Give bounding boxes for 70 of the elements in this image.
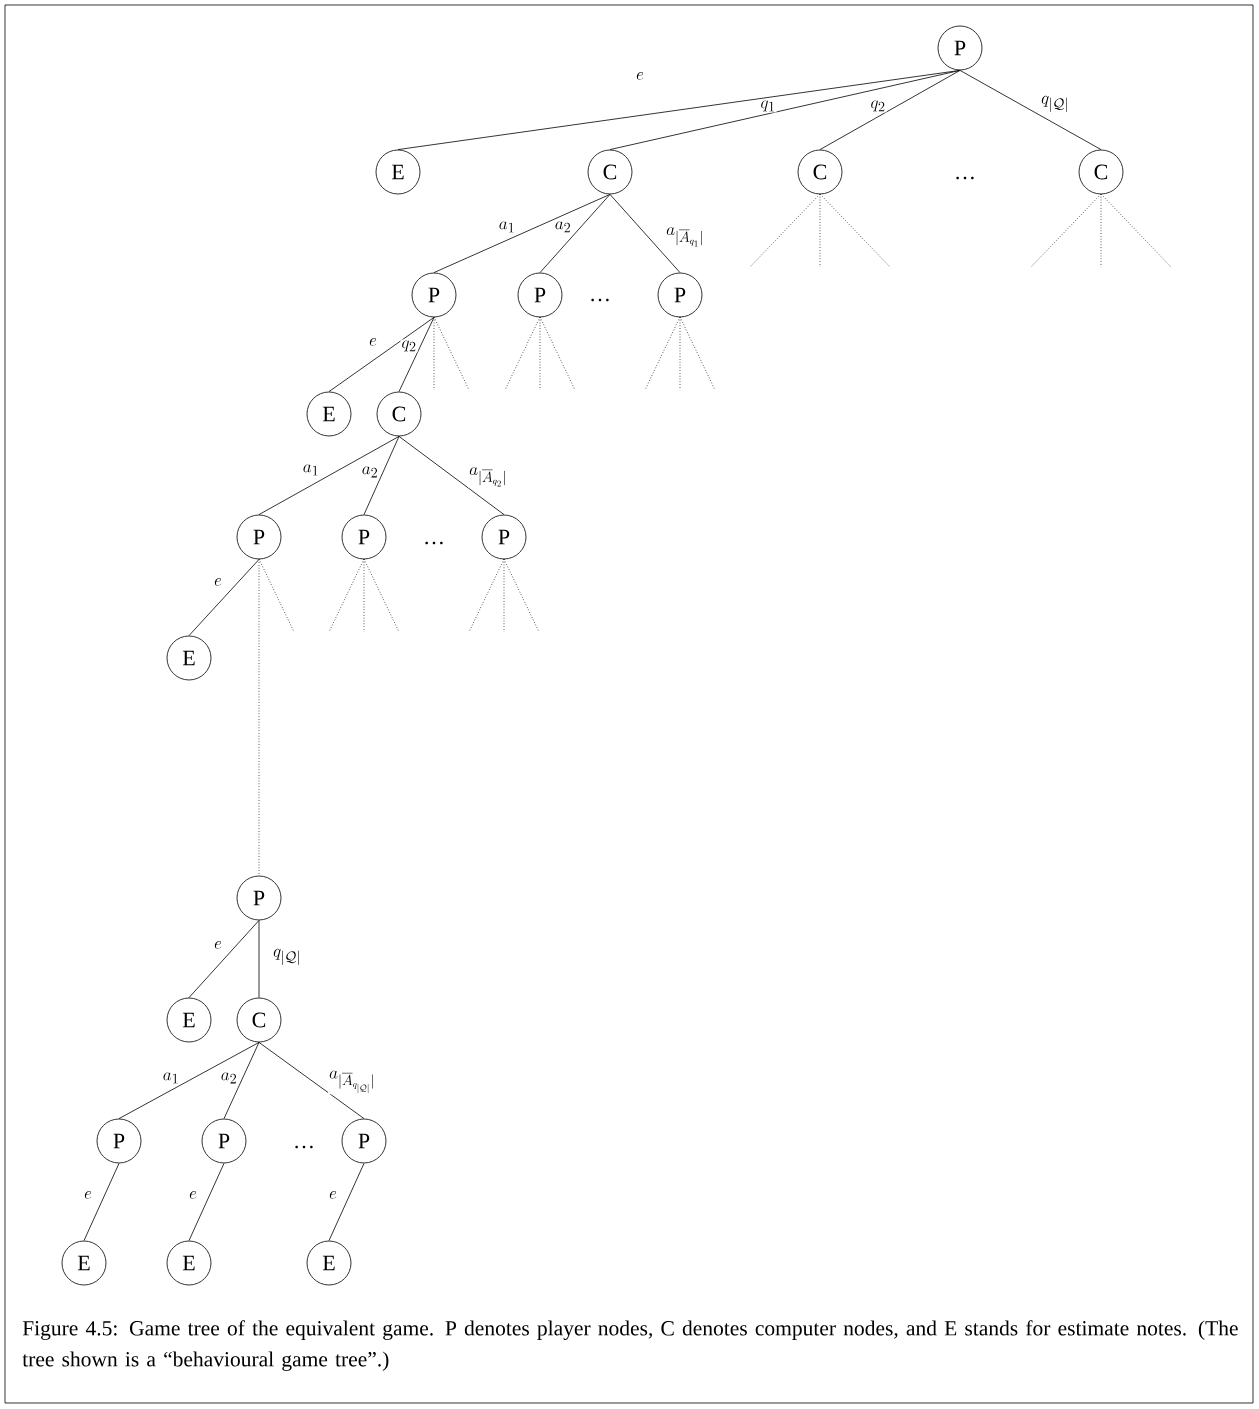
tree-edge: [819, 70, 961, 150]
edge-label: $a_1$: [161, 1071, 181, 1085]
tree-node: P: [236, 514, 282, 560]
tree-node: C: [376, 391, 422, 437]
tree-node: E: [166, 1240, 212, 1286]
tree-edge: [609, 194, 681, 273]
tree-node: C: [1078, 149, 1124, 195]
tree-edge: [188, 920, 260, 998]
edge-label: $a_{|\overline{A}_{q_{|\mathcal{Q}|}}|}$: [328, 1069, 376, 1095]
tree-edge: [433, 194, 611, 273]
tree-node: E: [166, 635, 212, 681]
edge-label: $a_{|\overline{A}_{q_1}|}$: [665, 226, 705, 248]
tree-edge: [223, 1042, 260, 1119]
edge-label: $e$: [83, 1190, 93, 1200]
tree-node: E: [306, 391, 352, 437]
tree-edge: [83, 1163, 120, 1241]
tree-node: P: [657, 272, 703, 318]
tree-node: P: [341, 1118, 387, 1164]
tree-node: C: [587, 149, 633, 195]
ellipsis: …: [295, 1145, 313, 1149]
edge-label: $q_{|\mathcal{Q}|}$: [272, 948, 302, 966]
tree-edge: [258, 436, 400, 515]
tree-node: P: [517, 272, 563, 318]
edge-label: $q_{|\mathcal{Q}|}$: [1040, 95, 1070, 113]
tree-edge: [258, 1042, 365, 1119]
ellipsis: …: [956, 176, 974, 180]
ellipsis: …: [591, 298, 609, 302]
tree-node: E: [306, 1240, 352, 1286]
tree-edge: [609, 70, 961, 150]
tree-edge: [398, 436, 505, 515]
edge-label: $a_1$: [301, 463, 321, 477]
edge-label: $q_2$: [869, 99, 887, 113]
tree-node: E: [61, 1240, 107, 1286]
tree-node: E: [375, 149, 421, 195]
tree-edge: [188, 559, 260, 636]
tree-node: P: [411, 272, 457, 318]
tree-edge: [363, 436, 400, 515]
tree-edge: [118, 1042, 260, 1119]
tree-node: P: [201, 1118, 247, 1164]
edge-label: $a_2$: [360, 465, 380, 479]
edge-label: $q_1$: [759, 99, 777, 113]
edge-label: $e$: [213, 940, 223, 950]
edge-label: $a_1$: [497, 220, 517, 234]
edge-label: $a_2$: [219, 1071, 239, 1085]
tree-node: P: [236, 875, 282, 921]
tree-node: C: [797, 149, 843, 195]
edge-label: $e$: [635, 71, 645, 81]
edge-label: $q_2$: [400, 339, 418, 353]
edge-label: $e$: [328, 1190, 338, 1200]
edge-label: $e$: [213, 577, 223, 587]
edge-label: $e$: [368, 337, 378, 347]
tree-edge: [959, 70, 1102, 150]
tree-node: P: [937, 25, 983, 71]
tree-edge: [258, 559, 260, 876]
tree-node: E: [166, 997, 212, 1043]
tree-edge: [328, 317, 435, 392]
tree-node: P: [96, 1118, 142, 1164]
tree-node: P: [481, 514, 527, 560]
tree-edge: [539, 194, 611, 273]
tree-edge: [328, 1163, 365, 1241]
edge-label: $e$: [188, 1190, 198, 1200]
edge-label: $a_2$: [553, 220, 573, 234]
caption: Figure 4.5: Game tree of the equivalent game. P denotes player nodes, C denotes computer nodes, and E stands for estimate notes. (The tree shown is a “behavioural game tree”.): [22, 1320, 1238, 1371]
edge-label: $a_{|\overline{A}_{q_2}|}$: [468, 466, 508, 488]
tree-edge: [258, 920, 260, 998]
tree-node: C: [236, 997, 282, 1043]
tree-edge: [188, 1163, 225, 1241]
ellipsis: …: [425, 541, 443, 545]
tree-edge: [398, 317, 435, 392]
tree-node: P: [341, 514, 387, 560]
